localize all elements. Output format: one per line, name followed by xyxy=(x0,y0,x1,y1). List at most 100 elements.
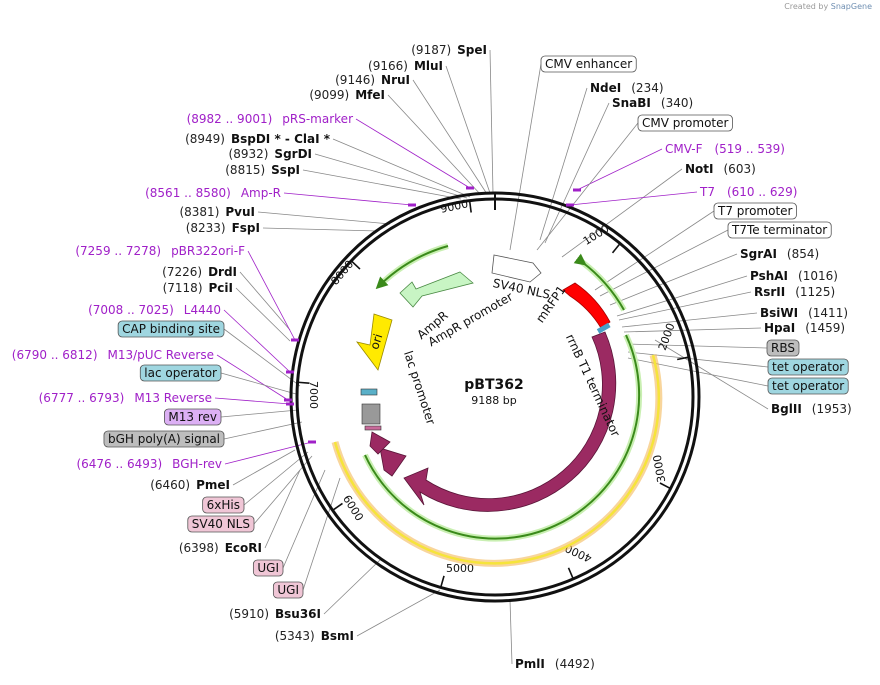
site-name: EcoRI xyxy=(225,541,262,555)
feature-leader xyxy=(220,409,299,418)
primer-mark xyxy=(573,188,581,192)
feature-box: UGI xyxy=(252,559,284,577)
site-coord: (9166) xyxy=(368,59,408,73)
primer-mark xyxy=(566,203,574,207)
site-leader xyxy=(618,291,752,321)
site-leader xyxy=(609,253,738,306)
site-leader xyxy=(544,102,610,244)
orf-arc-green-b xyxy=(364,334,641,540)
site-leader xyxy=(621,312,758,328)
feature-arcs xyxy=(331,243,663,567)
site-leader xyxy=(232,449,296,486)
feature-box-label: UGI xyxy=(257,561,279,575)
site-coord: (1411) xyxy=(808,306,848,320)
feature-leader xyxy=(536,122,639,251)
site-name: RsrII xyxy=(754,285,785,299)
feature-box-frame xyxy=(139,364,222,382)
feature-box-label: tet operator xyxy=(772,360,844,374)
primer-coord: (8561 .. 8580) xyxy=(145,186,231,200)
primer-name: M13 Reverse xyxy=(134,391,212,405)
feature-box-frame xyxy=(540,55,637,73)
feature-box: M13 rev xyxy=(164,408,222,426)
site-name: BsiWI xyxy=(760,306,798,320)
site-name: BglII xyxy=(771,402,802,416)
feature-box: CMV promoter xyxy=(637,114,733,132)
primer-mark xyxy=(466,186,474,190)
site-name: SspI xyxy=(271,163,300,177)
site-leader xyxy=(332,138,471,198)
site-leader xyxy=(561,168,683,258)
tick-label: 7000 xyxy=(307,381,320,409)
cas9-segment-b xyxy=(369,431,391,455)
feature-box-frame xyxy=(187,515,255,533)
feature-box: SV40 NLS xyxy=(187,515,255,533)
primer-coord: (519 .. 539) xyxy=(714,142,784,156)
feature-box-frame xyxy=(103,430,225,448)
feature-box: 6xHis xyxy=(202,496,245,514)
feature-box-frame xyxy=(713,202,797,220)
feature-box: T7Te terminator xyxy=(727,221,832,239)
tick-mark xyxy=(677,356,690,361)
site-leader xyxy=(323,559,381,615)
tick-mark xyxy=(567,567,574,580)
feature-box-frame xyxy=(252,559,284,577)
orf-arc-outer xyxy=(333,354,661,565)
lac-operator-box xyxy=(360,388,378,396)
feature-box: bGH poly(A) signal xyxy=(103,430,225,448)
site-coord: (8815) xyxy=(225,163,265,177)
site-coord: (1016) xyxy=(798,269,838,283)
feature-box-label: lac operator xyxy=(144,366,217,380)
tick-marks xyxy=(297,193,690,588)
feature-leader xyxy=(223,421,303,440)
primer-name: Amp-R xyxy=(241,186,281,200)
site-leader xyxy=(623,327,762,333)
site-name: BspDI * - ClaI * xyxy=(231,132,331,146)
site-name: PmeI xyxy=(196,478,230,492)
site-leader xyxy=(539,87,588,241)
ori-arrow xyxy=(356,313,393,371)
outside-labels: SpeI(9187)MluI(9166)NruI(9146)MfeI(9099)… xyxy=(12,43,852,671)
feature-box-label: bGH poly(A) signal xyxy=(108,432,220,446)
feature-leader xyxy=(220,372,297,395)
feature-box-label: SV40 NLS xyxy=(192,517,250,531)
site-coord: (1459) xyxy=(805,321,845,335)
site-leader xyxy=(445,65,491,194)
primer-leader xyxy=(223,309,291,373)
sv40-nls-arrow xyxy=(491,254,542,283)
site-coord: (1125) xyxy=(795,285,835,299)
site-coord: (5343) xyxy=(275,629,315,643)
site-leader xyxy=(257,211,391,225)
feature-box-label: 6xHis xyxy=(207,498,240,512)
primer-name: M13/pUC Reverse xyxy=(108,348,215,362)
site-coord: (6460) xyxy=(150,478,190,492)
tick-label: 9000 xyxy=(439,197,469,216)
primer-coord: (610 .. 629) xyxy=(727,185,797,199)
feature-box-label: CAP binding site xyxy=(122,322,220,336)
feature-leader xyxy=(509,63,542,251)
feature-box-frame xyxy=(766,339,800,357)
site-coord: (6398) xyxy=(179,541,219,555)
feature-box-frame xyxy=(767,377,849,395)
site-name: HpaI xyxy=(764,321,795,335)
primer-mark xyxy=(308,440,316,444)
site-leader xyxy=(509,599,513,665)
primer-leader xyxy=(355,118,471,189)
primer-name: T7 xyxy=(699,185,715,199)
site-coord: (603) xyxy=(724,162,756,176)
site-coord: (7118) xyxy=(163,281,203,295)
tick-mark xyxy=(611,243,621,254)
primer-mark xyxy=(286,370,294,374)
feature-leader xyxy=(599,229,729,297)
tick-mark xyxy=(659,482,671,490)
site-coord: (5910) xyxy=(229,607,269,621)
primer-name: pBR322ori-F xyxy=(171,244,245,258)
tet-operator-marks xyxy=(596,322,611,334)
his-tag-box xyxy=(364,425,382,431)
feature-leader xyxy=(594,210,715,291)
site-coord: (8932) xyxy=(229,147,269,161)
feature-box-frame xyxy=(202,496,245,514)
primer-mark xyxy=(408,203,416,207)
cas9-segment-a xyxy=(379,447,407,477)
feature-box: tet operator xyxy=(767,377,849,395)
